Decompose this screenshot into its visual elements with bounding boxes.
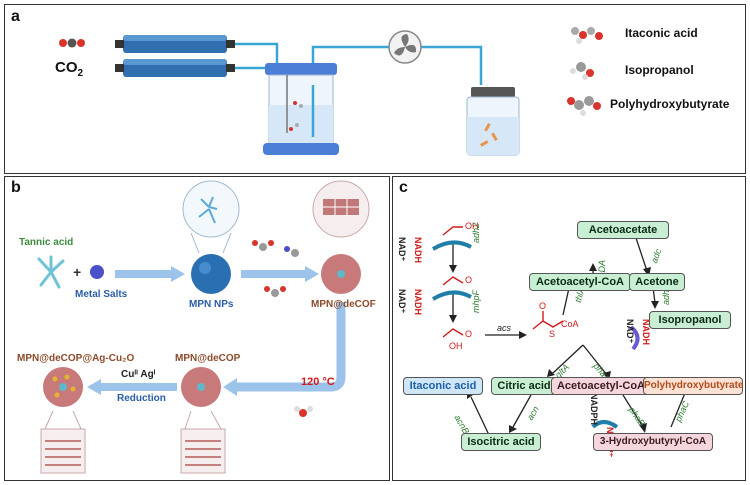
decof-zoom-icon bbox=[312, 180, 370, 238]
node-citric-acid: Citric acid bbox=[491, 377, 557, 395]
mpn-decop-label: MPN@deCOP bbox=[175, 353, 241, 364]
tannic-acid-icon bbox=[37, 255, 65, 289]
nad-arrow-2 bbox=[431, 290, 472, 301]
product-itaconic-acid: Itaconic acid bbox=[625, 26, 698, 40]
isopropanol-molecule-icon bbox=[570, 62, 594, 80]
cofactor-nad-2: NAD⁺ bbox=[397, 289, 407, 314]
cofactor-nad-3: NAD⁺ bbox=[625, 319, 635, 344]
metal-salt-sphere-icon bbox=[90, 265, 104, 279]
itaconic-acid-molecule-icon bbox=[571, 27, 603, 44]
circulation-fan-icon bbox=[388, 30, 422, 64]
mol-o-3: O bbox=[539, 301, 547, 311]
nad-arrow-1 bbox=[431, 240, 472, 251]
enzyme-adh: adh bbox=[661, 289, 671, 305]
node-itaconic-acid: Itaconic acid bbox=[403, 377, 483, 395]
mol-o-1: O bbox=[465, 275, 473, 285]
panel-a: a CO2 Itaconic acid Isopropanol Polyhydr… bbox=[4, 4, 746, 174]
gas-cylinders-icon bbox=[115, 35, 235, 77]
enzyme-acs: acs bbox=[497, 323, 512, 333]
co2-label: CO2 bbox=[55, 59, 83, 79]
cofactor-nadh-1: NADH bbox=[413, 237, 423, 263]
node-acetoacetate: Acetoacetate bbox=[577, 221, 669, 239]
enzyme-adh2: adh2 bbox=[471, 222, 481, 243]
mpn-nps-zoom-icon bbox=[182, 180, 240, 254]
svg-text:+: + bbox=[73, 264, 81, 280]
mol-s: S bbox=[549, 329, 556, 339]
product-polyhydroxybutyrate: Polyhydroxybutyrate bbox=[610, 97, 730, 111]
linker-molecules-icon bbox=[252, 240, 299, 297]
mol-o-2: O bbox=[465, 329, 473, 339]
panel-c: c OH O O OH O S CoA NAD⁺ NADH NAD⁺ NADH … bbox=[392, 176, 746, 481]
panel-b: + bbox=[4, 176, 390, 481]
product-isopropanol: Isopropanol bbox=[625, 63, 694, 77]
mpn-nps-sphere-icon bbox=[191, 254, 231, 294]
mol-oh-1: OH bbox=[465, 221, 479, 231]
bioreactor-icon bbox=[263, 63, 339, 155]
reduction-label: Reduction bbox=[117, 393, 166, 404]
mpn-decof-label: MPN@deCOF bbox=[311, 299, 376, 310]
arrow-heating bbox=[237, 302, 346, 392]
node-3-hydroxybutyryl-coa: 3-Hydroxybutyryl-CoA bbox=[593, 433, 713, 451]
node-acetoacetyl-coa-2: Acetoacetyl-CoA bbox=[551, 377, 651, 395]
node-acetoacetyl-coa: Acetoacetyl-CoA bbox=[529, 273, 631, 291]
mpn-decop-ag-cu2o-label: MPN@deCOP@Ag-Cu₂O bbox=[17, 353, 135, 364]
co2-molecule-icon bbox=[59, 38, 85, 48]
cu-ag-label: Cuᴵᴵ Agᴵ bbox=[121, 369, 156, 380]
mol-coa: CoA bbox=[561, 319, 579, 329]
nadph-arrow bbox=[591, 420, 619, 429]
tannic-acid-label: Tannic acid bbox=[19, 237, 74, 248]
enzyme-mhpF: mhpF bbox=[471, 289, 481, 313]
polyhydroxybutyrate-molecule-icon bbox=[567, 96, 601, 116]
panel-c-label: c bbox=[399, 179, 408, 196]
pathway-molecule-skeletons bbox=[442, 226, 564, 338]
cofactor-nad-1: NAD⁺ bbox=[397, 237, 407, 262]
temperature-label: 120 °C bbox=[301, 376, 335, 388]
node-polyhydroxybutyrate: Polyhydroxybutyrate bbox=[643, 377, 743, 395]
cofactor-nadh-2: NADH bbox=[413, 289, 423, 315]
mpn-nps-label: MPN NPs bbox=[189, 299, 234, 310]
co2-text: CO bbox=[55, 59, 78, 76]
node-isopropanol: Isopropanol bbox=[649, 311, 731, 329]
decop-zoom-icon bbox=[180, 410, 226, 474]
panel-b-label: b bbox=[11, 179, 21, 196]
cofactor-nadph: NADPH bbox=[589, 393, 599, 426]
metal-salts-label: Metal Salts bbox=[75, 289, 128, 300]
node-acetone: Acetone bbox=[629, 273, 685, 291]
collection-bottle-icon bbox=[466, 87, 520, 156]
co2-subscript: 2 bbox=[77, 68, 84, 79]
water-molecule-icon bbox=[294, 406, 313, 417]
mol-oh-2: OH bbox=[449, 341, 463, 351]
panel-a-drawing bbox=[59, 27, 603, 156]
ag-cu2o-zoom-icon bbox=[40, 410, 86, 474]
node-isocitric-acid: Isocitric acid bbox=[461, 433, 541, 451]
panel-b-drawing: + bbox=[37, 180, 370, 474]
nad-arrow-3 bbox=[629, 325, 640, 351]
panel-a-label: a bbox=[11, 8, 20, 25]
